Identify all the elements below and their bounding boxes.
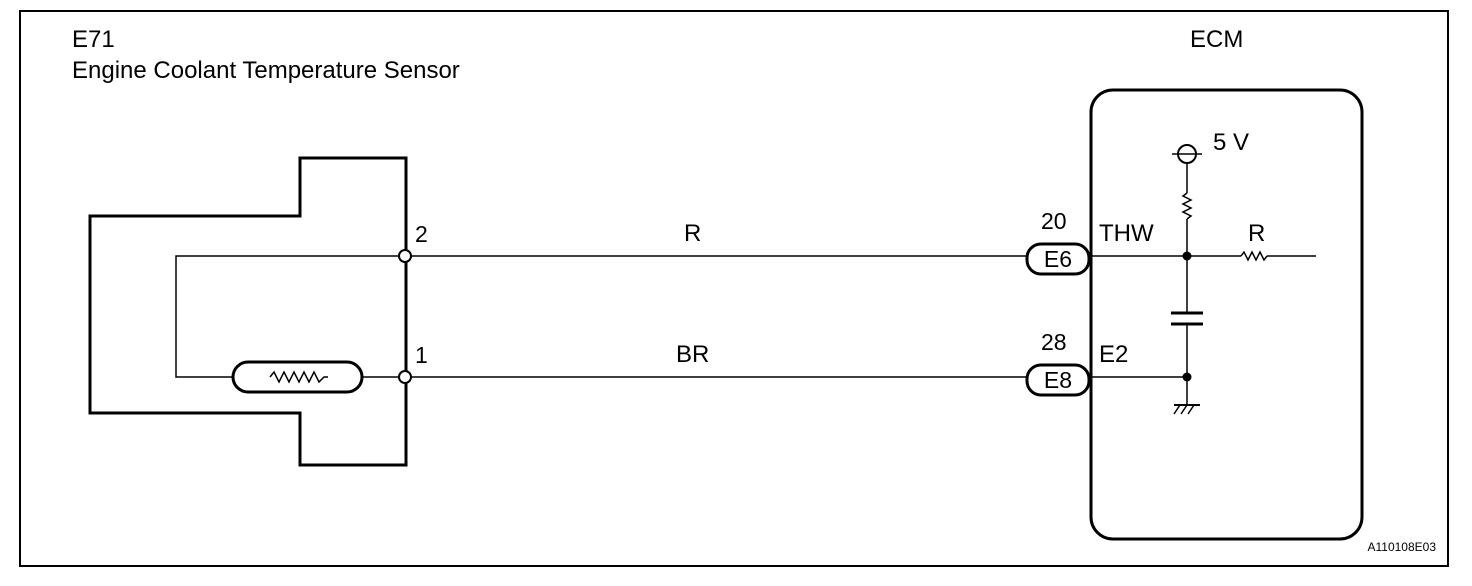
wire-br-color: BR: [676, 341, 709, 368]
sensor-body: [88, 156, 408, 467]
ecm-pin-28-label: 28: [1041, 329, 1067, 355]
wire-r-color: R: [684, 220, 701, 247]
sensor-pin-2-label: 2: [415, 221, 428, 247]
signal-thw-label: THW: [1099, 220, 1154, 247]
ecm-pin-20-label: 20: [1041, 208, 1067, 234]
ecm-internal-resistor-icon: [1240, 250, 1268, 262]
sensor-internal-wire: [175, 255, 406, 378]
pullup-resistor-icon: [1181, 192, 1193, 220]
connector-e8: [1025, 363, 1091, 397]
thermistor-symbol: [231, 360, 364, 394]
signal-e2-label: E2: [1099, 341, 1128, 368]
supply-voltage-label: 5 V: [1213, 129, 1249, 156]
thermistor-resistor-icon: [269, 370, 328, 384]
connector-e8-label: E8: [1044, 367, 1072, 393]
sensor-pin-1-terminal: [398, 370, 412, 384]
ecm-label: ECM: [1190, 26, 1243, 53]
sensor-name: Engine Coolant Temperature Sensor: [72, 57, 460, 84]
ground-icon: [1173, 404, 1195, 415]
figure-reference: A110108E03: [1367, 540, 1436, 554]
sensor-code: E71: [72, 26, 115, 53]
sensor-pin-1-label: 1: [415, 342, 428, 368]
connector-e6-label: E6: [1044, 246, 1072, 272]
diagram-frame: [19, 10, 1449, 567]
sensor-pin-2-terminal: [398, 249, 412, 263]
ecm-internal-wire-color: R: [1248, 220, 1265, 247]
e2-junction: [1182, 372, 1192, 382]
connector-e6: [1025, 242, 1091, 276]
ecm-box: [1089, 88, 1364, 541]
